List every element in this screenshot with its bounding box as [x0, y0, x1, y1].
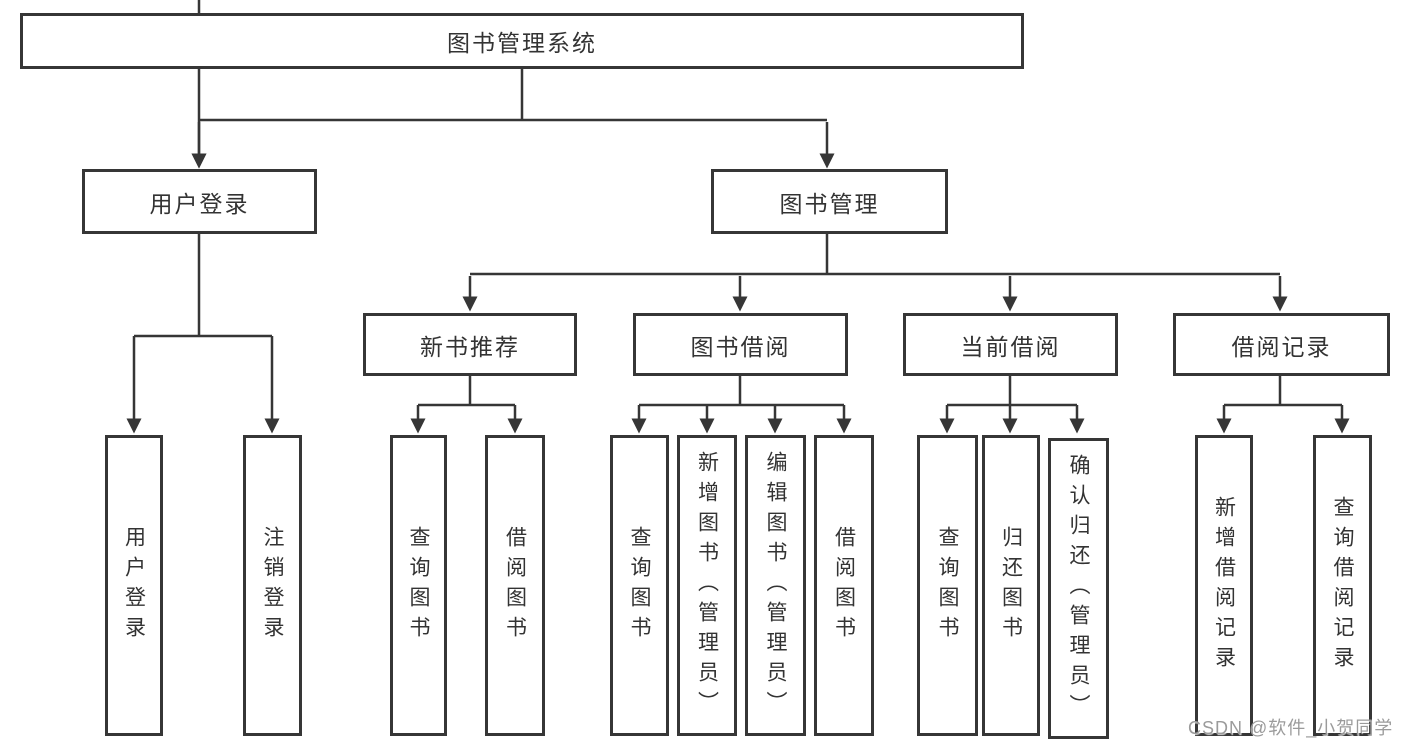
wire-borrowrecord-trunk [1224, 376, 1342, 407]
leaf-query-books-current-label: 查询图书 [936, 525, 959, 646]
leaf-borrow-books-recommend: 借阅图书 [485, 435, 545, 736]
leaf-confirm-return-admin-label: 确认归还（管理员） [1067, 453, 1090, 724]
leaf-edit-book-admin-label: 编辑图书（管理员） [764, 450, 787, 721]
leaf-query-books-current: 查询图书 [917, 435, 978, 736]
node-root-label: 图书管理系统 [447, 30, 597, 56]
leaf-logout: 注销登录 [243, 435, 302, 736]
leaf-add-book-admin: 新增图书（管理员） [677, 435, 737, 736]
node-user-login-label: 用户登录 [149, 190, 250, 217]
leaf-query-books-borrowing: 查询图书 [610, 435, 669, 736]
node-current-borrowing: 当前借阅 [903, 313, 1118, 376]
wire-currentborrow-trunk [947, 376, 1077, 407]
node-borrowing-records: 借阅记录 [1173, 313, 1390, 376]
node-new-book-recommend: 新书推荐 [363, 313, 577, 376]
leaf-return-book-label: 归还图书 [999, 525, 1023, 646]
leaf-borrow-books-label: 借阅图书 [832, 525, 856, 646]
leaf-user-login-label: 用户登录 [122, 525, 146, 646]
leaf-query-borrow-record: 查询借阅记录 [1313, 435, 1372, 736]
leaf-return-book: 归还图书 [982, 435, 1040, 736]
node-book-management: 图书管理 [711, 169, 948, 234]
leaf-borrow-books: 借阅图书 [814, 435, 874, 736]
leaf-query-books-recommend: 查询图书 [390, 435, 447, 736]
node-book-management-label: 图书管理 [779, 190, 880, 217]
leaf-user-login: 用户登录 [105, 435, 163, 736]
node-root: 图书管理系统 [20, 13, 1024, 69]
node-user-login: 用户登录 [82, 169, 317, 234]
leaf-edit-book-admin: 编辑图书（管理员） [745, 435, 806, 736]
wire-bookmgmt-trunk [470, 233, 1280, 276]
node-new-book-recommend-label: 新书推荐 [420, 333, 520, 360]
node-book-borrowing: 图书借阅 [633, 313, 848, 376]
leaf-logout-label: 注销登录 [261, 525, 284, 646]
node-current-borrowing-label: 当前借阅 [960, 333, 1061, 360]
leaf-confirm-return-admin: 确认归还（管理员） [1048, 438, 1109, 739]
leaf-add-book-admin-label: 新增图书（管理员） [695, 450, 719, 721]
wire-root-trunk [199, 69, 827, 122]
leaf-query-books-borrowing-label: 查询图书 [628, 525, 651, 646]
wire-bookborrow-trunk [639, 376, 844, 407]
leaf-add-borrow-record-label: 新增借阅记录 [1212, 495, 1236, 676]
leaf-borrow-books-recommend-label: 借阅图书 [503, 525, 527, 646]
leaf-add-borrow-record: 新增借阅记录 [1195, 435, 1253, 736]
wire-newbook-trunk [418, 376, 515, 407]
csdn-watermark: CSDN @软件_小贺同学 [1188, 718, 1394, 738]
leaf-query-books-recommend-label: 查询图书 [407, 525, 430, 646]
leaf-query-borrow-record-label: 查询借阅记录 [1331, 495, 1354, 676]
node-borrowing-records-label: 借阅记录 [1231, 333, 1332, 360]
node-book-borrowing-label: 图书借阅 [690, 333, 791, 360]
wire-userlogin-trunk [134, 234, 272, 338]
